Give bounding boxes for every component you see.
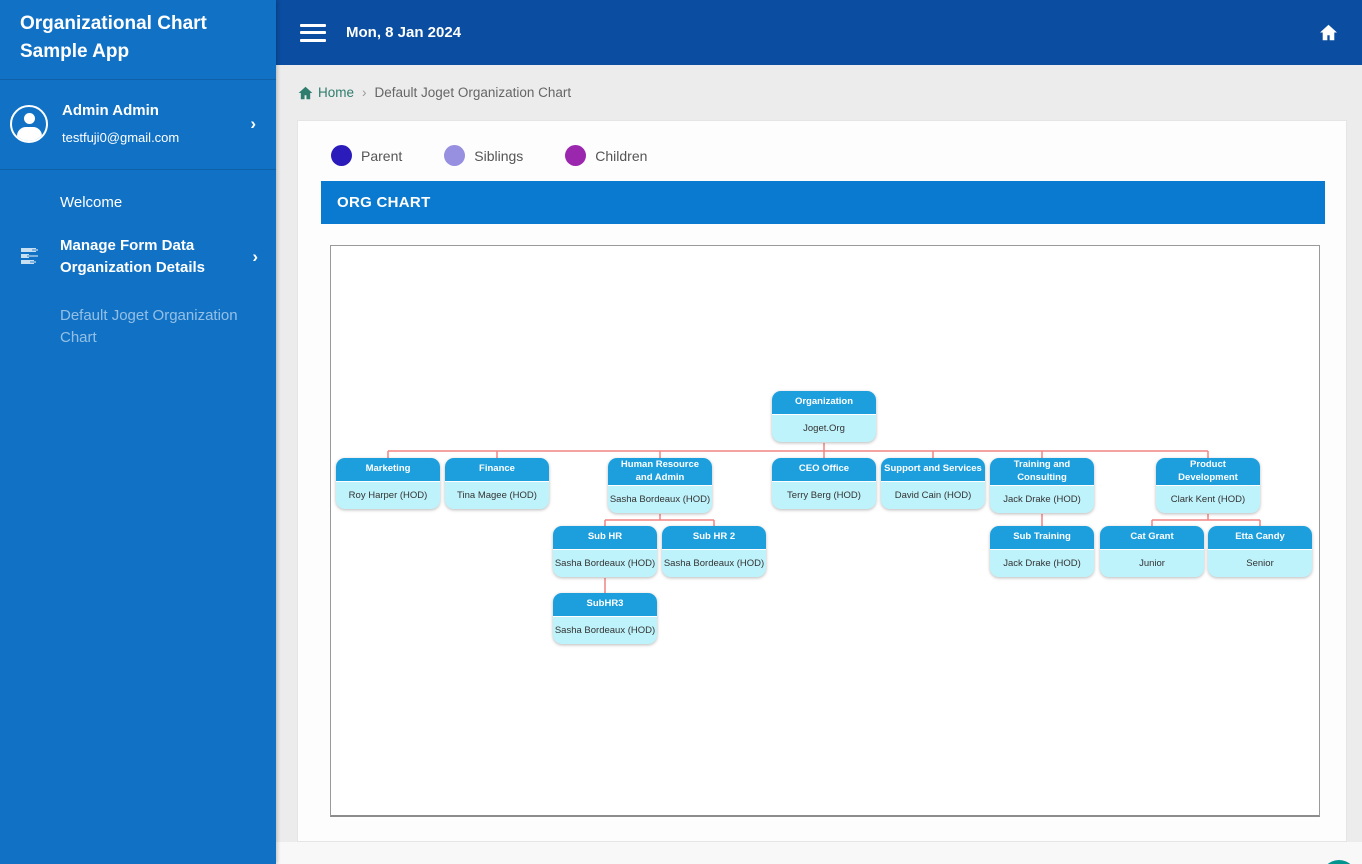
sidebar: Organizational Chart Sample App Admin Ad… — [0, 0, 276, 864]
sidebar-item-label: Default Joget Organization Chart — [60, 306, 238, 347]
org-node-subtitle: Terry Berg (HOD) — [787, 490, 861, 501]
org-chart-card: Parent Siblings Children ORG CHART Organ… — [297, 120, 1347, 842]
app-title: Organizational Chart Sample App — [0, 0, 276, 81]
breadcrumb-separator: › — [362, 85, 367, 100]
org-node-subtitle: Roy Harper (HOD) — [348, 490, 428, 501]
siblings-color-swatch — [444, 145, 466, 166]
org-node-subtitle: Jack Drake (HOD) — [1003, 494, 1081, 505]
header-date: Mon, 8 Jan 2024 — [346, 24, 462, 41]
user-name: Admin Admin — [62, 102, 159, 120]
chevron-right-icon: › — [252, 247, 258, 267]
sidebar-item-label: Manage Form Data Organization Details — [60, 237, 206, 276]
legend-label: Siblings — [474, 147, 524, 164]
content-area: Parent Siblings Children ORG CHART Organ… — [276, 120, 1362, 842]
sidebar-menu: Welcome Manage Form Data Organization De… — [0, 170, 276, 362]
org-node-subtitle: Joget.Org — [803, 423, 845, 434]
org-node-subtitle: Jack Drake (HOD) — [1003, 558, 1081, 569]
home-icon — [298, 86, 313, 99]
org-node-title: Etta Candy — [1208, 526, 1312, 550]
org-node-subtitle: Sasha Bordeaux (HOD) — [663, 558, 765, 569]
org-node-title: Sub Training — [990, 526, 1094, 550]
children-color-swatch — [565, 145, 587, 166]
footer-strip — [276, 842, 1362, 864]
sidebar-item-label: Welcome — [60, 194, 123, 212]
user-avatar-icon — [10, 104, 48, 143]
breadcrumb-home-link[interactable]: Home — [298, 85, 354, 100]
org-node-subtitle: Tina Magee (HOD) — [457, 490, 537, 501]
org-node-title: Product Development — [1156, 458, 1260, 486]
org-node-subtitle: Sasha Bordeaux (HOD) — [554, 625, 656, 636]
org-node-subtitle: Junior — [1139, 558, 1165, 569]
org-node-title: Training and Consulting — [990, 458, 1094, 486]
org-node-sub-hr-2[interactable]: Sub HR 2 Sasha Bordeaux (HOD) — [662, 526, 766, 577]
user-profile[interactable]: Admin Admin testfuji0@gmail.com › — [0, 80, 276, 171]
org-node-title: Sub HR 2 — [662, 526, 766, 550]
org-node-subtitle: Clark Kent (HOD) — [1170, 494, 1246, 505]
org-node-title: Support and Services — [881, 458, 985, 482]
org-node-title: Cat Grant — [1100, 526, 1204, 550]
top-header-bar: Mon, 8 Jan 2024 — [276, 0, 1362, 65]
legend-item-siblings: Siblings — [444, 145, 523, 166]
org-node-subtitle: Sasha Bordeaux (HOD) — [609, 494, 711, 505]
home-icon[interactable] — [1319, 24, 1338, 41]
org-node-title: Organization — [772, 391, 876, 415]
legend: Parent Siblings Children — [331, 145, 1323, 166]
org-node-title: Marketing — [336, 458, 440, 482]
org-chart-connectors — [387, 443, 1261, 593]
org-node-subtitle: Senior — [1246, 558, 1274, 569]
org-node-subtitle: Sasha Bordeaux (HOD) — [554, 558, 656, 569]
breadcrumb: Home › Default Joget Organization Chart — [276, 65, 1362, 120]
hamburger-menu-icon[interactable] — [300, 23, 326, 42]
org-node-title: CEO Office — [772, 458, 876, 482]
legend-item-parent: Parent — [331, 145, 402, 166]
org-node-title: SubHR3 — [553, 593, 657, 617]
org-node-subtitle: David Cain (HOD) — [894, 490, 972, 501]
org-node-sub-hr[interactable]: Sub HR Sasha Bordeaux (HOD) — [553, 526, 657, 577]
sidebar-item-default-joget-org-chart[interactable]: Default Joget Organization Chart — [0, 293, 276, 362]
legend-label: Children — [595, 147, 648, 164]
floating-action-button[interactable] — [1321, 860, 1357, 864]
org-node-title: Finance — [445, 458, 549, 482]
breadcrumb-current: Default Joget Organization Chart — [374, 85, 572, 100]
parent-color-swatch — [331, 145, 352, 166]
legend-item-children: Children — [565, 145, 647, 166]
sidebar-item-welcome[interactable]: Welcome — [0, 184, 276, 221]
list-icon — [0, 246, 60, 268]
legend-label: Parent — [361, 147, 403, 164]
main-area: Mon, 8 Jan 2024 Home › Default Joget Org… — [276, 0, 1362, 864]
org-node-title: Sub HR — [553, 526, 657, 550]
chevron-right-icon: › — [250, 114, 256, 134]
org-node-title: Human Resource and Admin — [608, 458, 712, 486]
panel-title: ORG CHART — [337, 194, 431, 211]
sidebar-item-manage-form-data[interactable]: Manage Form Data Organization Details › — [0, 221, 276, 293]
user-email: testfuji0@gmail.com — [62, 130, 180, 146]
panel-title-bar: ORG CHART — [321, 181, 1325, 224]
